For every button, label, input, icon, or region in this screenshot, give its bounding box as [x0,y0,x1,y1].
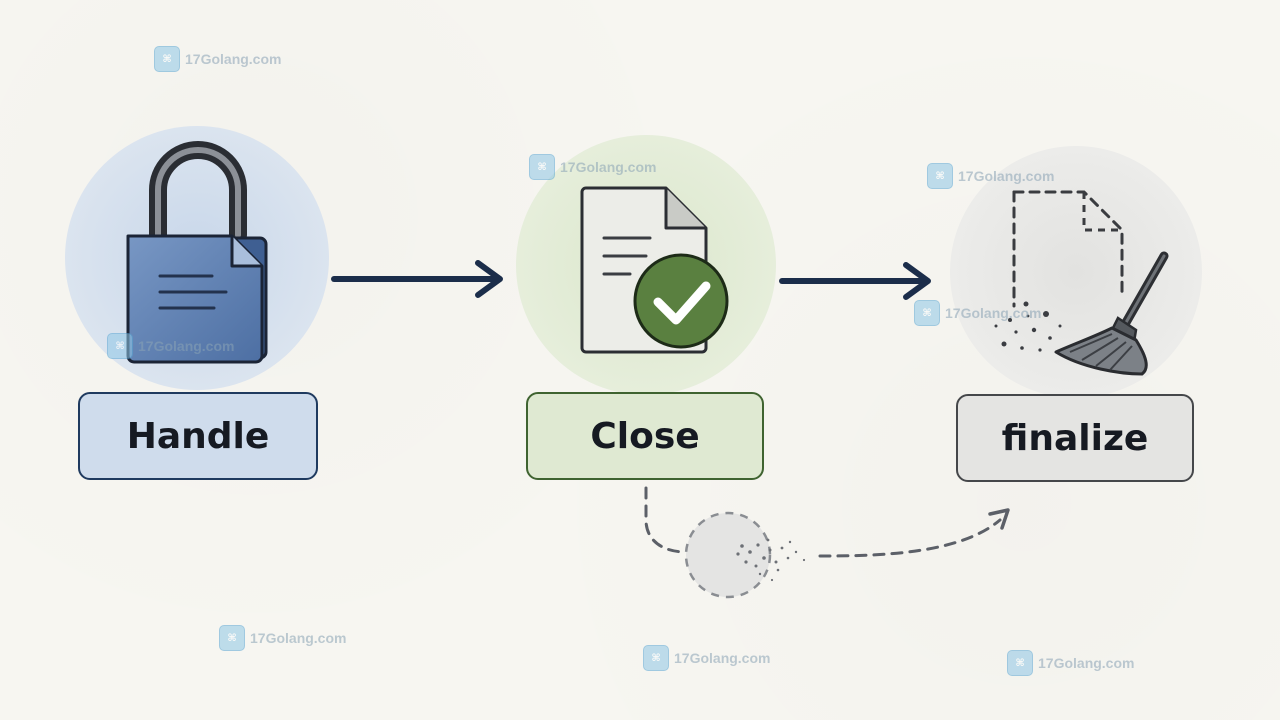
arrow-close-to-finalize [779,262,931,300]
watermark-logo-icon: ⌘ [1007,650,1033,676]
watermark-text: 17Golang.com [250,630,347,646]
document-checkmark-icon [516,135,776,395]
watermark-text: 17Golang.com [945,305,1042,321]
watermark: ⌘ 17Golang.com [914,300,1041,326]
watermark-logo-icon: ⌘ [154,46,180,72]
watermark-logo-icon: ⌘ [914,300,940,326]
step-label-finalize: finalize [956,394,1194,482]
watermark-text: 17Golang.com [958,168,1055,184]
watermark-logo-icon: ⌘ [643,645,669,671]
step-label-text: Handle [126,415,270,457]
checkmark-badge [633,253,729,349]
dissolve-particles [736,538,806,582]
dashed-document-outline [1012,190,1124,298]
watermark-logo-icon: ⌘ [219,625,245,651]
watermark: ⌘ 17Golang.com [1007,650,1134,676]
check-icon [653,281,711,325]
watermark: ⌘ 17Golang.com [154,46,281,72]
document-fold-corner [230,236,262,268]
broom-sweeping-document-icon [950,146,1202,398]
broom-bristles [1054,326,1148,376]
watermark-text: 17Golang.com [1038,655,1135,671]
watermark-text: 17Golang.com [674,650,771,666]
watermark: ⌘ 17Golang.com [107,333,234,359]
watermark: ⌘ 17Golang.com [219,625,346,651]
step-label-text: finalize [1001,417,1149,459]
watermark: ⌘ 17Golang.com [643,645,770,671]
watermark-logo-icon: ⌘ [927,163,953,189]
watermark: ⌘ 17Golang.com [927,163,1054,189]
watermark-text: 17Golang.com [138,338,235,354]
step-label-handle: Handle [78,392,318,480]
padlock-document-icon [65,126,329,390]
dust-particles [994,301,1062,352]
document-fold-corner [664,188,706,230]
watermark: ⌘ 17Golang.com [529,154,656,180]
dissolving-object-circle [684,511,772,599]
watermark-logo-icon: ⌘ [107,333,133,359]
watermark-logo-icon: ⌘ [529,154,555,180]
dissolve-flow-arrow [644,486,1010,599]
watermark-text: 17Golang.com [560,159,657,175]
step-label-text: Close [590,415,700,457]
arrowhead [988,508,1010,530]
arrow-handle-to-close [331,260,503,298]
watermark-text: 17Golang.com [185,51,282,67]
step-label-close: Close [526,392,764,480]
